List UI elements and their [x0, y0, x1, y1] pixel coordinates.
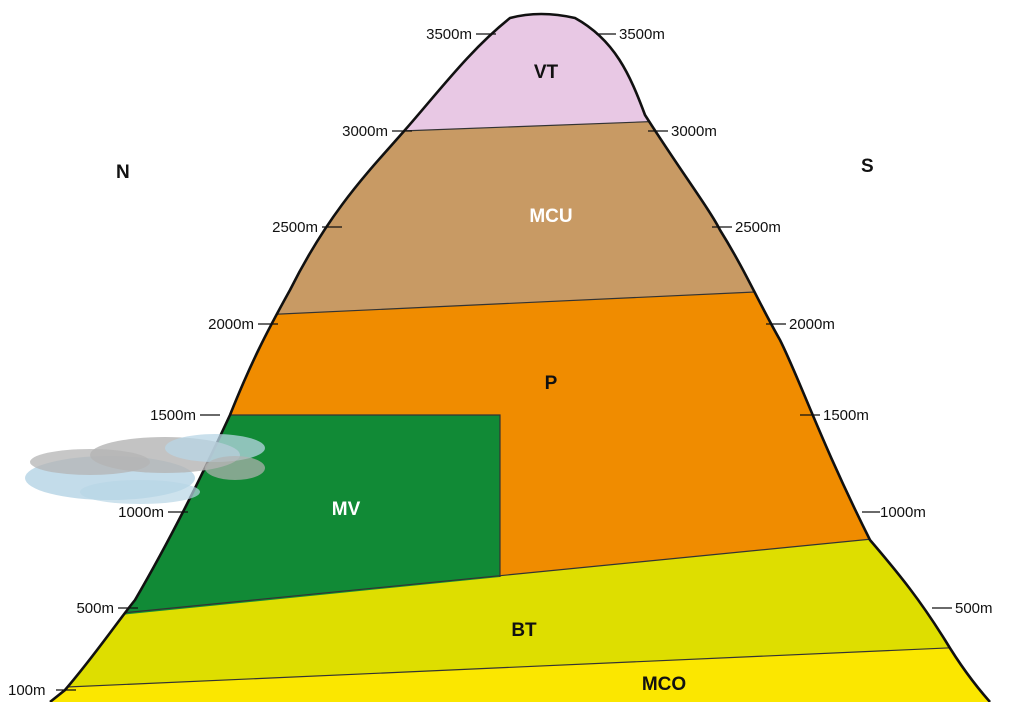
north-direction-label: N [116, 162, 130, 183]
zone-mcu-band [50, 108, 990, 327]
north-altitude-label: 1500m [150, 407, 196, 424]
south-altitude-label: 500m [955, 600, 993, 617]
zone-bt-band [50, 525, 990, 690]
cloud-icon [25, 434, 265, 504]
north-altitude-label: 1000m [118, 504, 164, 521]
south-altitude-label: 3500m [619, 26, 665, 43]
south-altitude-label: 3000m [671, 123, 717, 140]
south-ticks [596, 33, 952, 609]
zone-mco-label: MCO [642, 674, 686, 695]
south-altitude-label: 1500m [823, 407, 869, 424]
north-altitude-label: 2000m [208, 316, 254, 333]
north-altitude-label: 100m [8, 682, 46, 699]
zone-p-label: P [545, 373, 558, 394]
zone-mv-label: MV [332, 499, 361, 520]
north-altitude-label: 3000m [342, 123, 388, 140]
north-altitude-label: 3500m [426, 26, 472, 43]
north-altitude-label: 500m [76, 600, 114, 617]
south-direction-label: S [861, 156, 874, 177]
zone-bt-label: BT [511, 620, 537, 641]
zone-mcu-label: MCU [529, 206, 572, 227]
mountain-outline [49, 12, 991, 704]
south-altitude-label: 2000m [789, 316, 835, 333]
south-altitude-label: 1000m [880, 504, 926, 521]
north-ticks [56, 33, 496, 691]
north-altitude-label: 2500m [272, 219, 318, 236]
south-altitude-label: 2500m [735, 219, 781, 236]
zone-vt-label: VT [534, 62, 559, 83]
zone-mco-band [50, 645, 990, 702]
